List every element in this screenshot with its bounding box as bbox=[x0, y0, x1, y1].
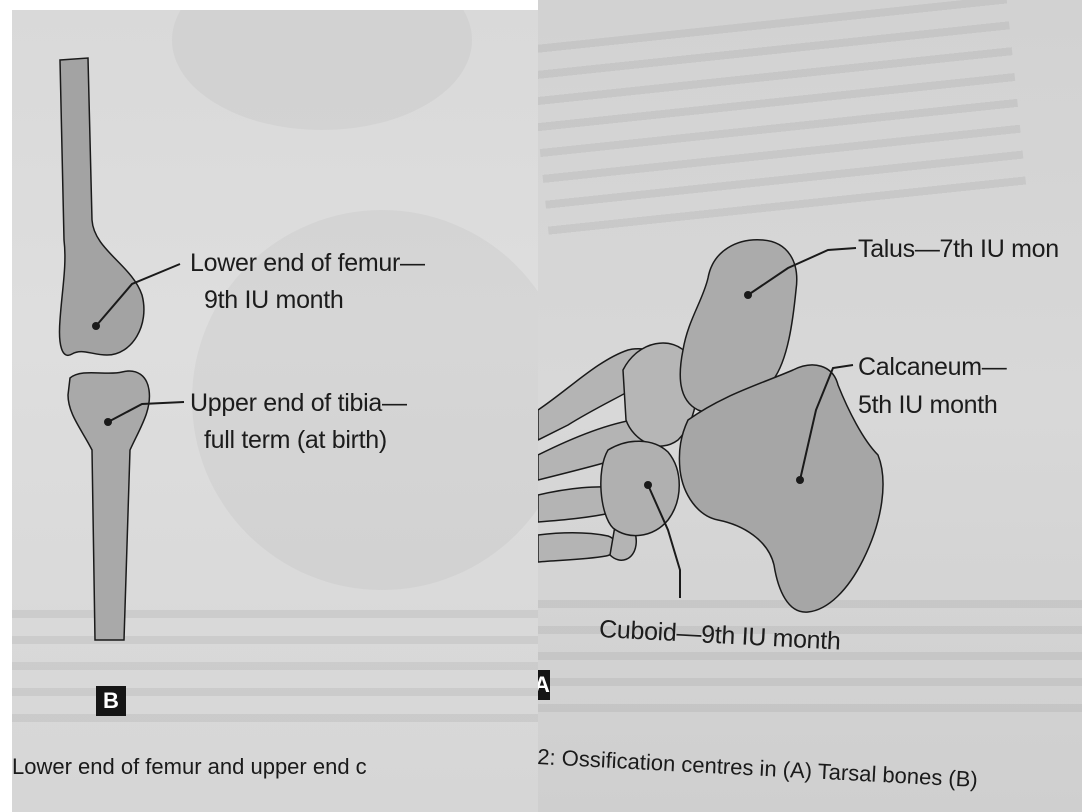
talus-label: Talus—7th IU mon bbox=[858, 234, 1059, 264]
cuboid-bone bbox=[601, 441, 679, 535]
tibia-label-line1: Upper end of tibia— bbox=[190, 388, 407, 418]
caption-left: Lower end of femur and upper end c bbox=[12, 754, 367, 780]
cuboid-ossification-dot bbox=[644, 481, 652, 489]
femur-label-line2: 9th IU month bbox=[204, 285, 344, 315]
femur-bone bbox=[60, 58, 144, 355]
tibia-bone bbox=[68, 371, 149, 640]
foot-diagram bbox=[538, 0, 1082, 812]
femur-ossification-dot bbox=[92, 322, 100, 330]
talus-ossification-dot bbox=[744, 291, 752, 299]
calcaneum-ossification-dot bbox=[796, 476, 804, 484]
calcaneum-label-line2: 5th IU month bbox=[858, 390, 998, 420]
panel-letter-b: B bbox=[96, 686, 126, 716]
tibia-label-line2: full term (at birth) bbox=[204, 425, 387, 455]
tibia-ossification-dot bbox=[104, 418, 112, 426]
panel-a-photo: Talus—7th IU mon Calcaneum— 5th IU month… bbox=[538, 0, 1082, 812]
calcaneum-label-line1: Calcaneum— bbox=[858, 352, 1006, 382]
panel-letter-a: A bbox=[538, 670, 550, 700]
femur-label-line1: Lower end of femur— bbox=[190, 248, 425, 278]
panel-b-photo: Lower end of femur— 9th IU month Upper e… bbox=[12, 10, 540, 812]
